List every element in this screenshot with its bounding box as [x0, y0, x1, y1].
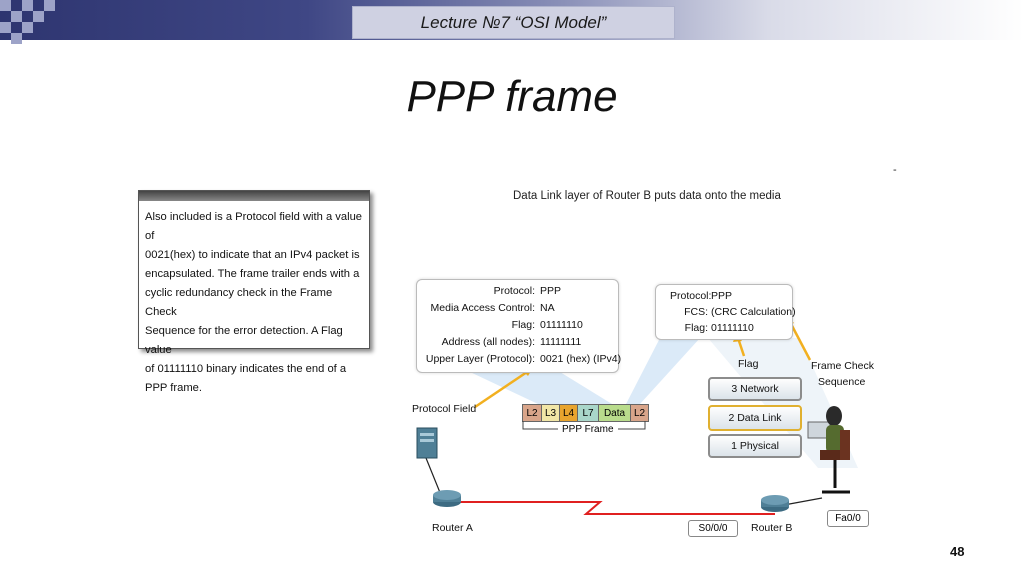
explanation-line: PPP frame. — [145, 382, 202, 394]
lecture-title: Lecture №7 “OSI Model” — [352, 6, 675, 39]
pc-link — [783, 497, 823, 506]
header-label: Media Access Control: — [430, 302, 535, 314]
decor-square — [11, 11, 22, 22]
header-value: 01111110 — [540, 319, 583, 331]
serial-link — [447, 501, 775, 515]
trailer-value: (CRC Calculation) — [711, 306, 796, 318]
header-label: Address (all nodes): — [441, 336, 535, 348]
frame-cell: L3 — [542, 405, 560, 421]
decor-square — [11, 33, 22, 44]
figure-dash: - — [893, 164, 897, 176]
ppp-frame: L2 L3 L4 L7 Data L2 — [522, 404, 649, 422]
layer-network: 3 Network — [708, 377, 802, 401]
protocol-field-label: Protocol Field — [412, 403, 477, 415]
header-value: NA — [540, 302, 555, 314]
router-a-label: Router A — [432, 522, 473, 534]
header-value: 11111111 — [540, 336, 582, 348]
ppp-frame-label: PPP Frame — [558, 424, 618, 435]
page-number: 48 — [950, 544, 965, 559]
explanation-line: of 01111110 binary indicates the end of … — [145, 363, 347, 375]
trailer-label: Flag: — [684, 322, 708, 334]
frame-cell: L4 — [560, 405, 578, 421]
slide-title: PPP frame — [406, 72, 618, 121]
explanation-line: cyclic redundancy check in the Frame Che… — [145, 287, 333, 318]
header-value: 0021 (hex) (IPv4) — [540, 353, 622, 365]
interface-fa00: Fa0/0 — [827, 510, 869, 527]
header-value: PPP — [540, 285, 562, 297]
decor-square — [22, 0, 33, 11]
header-callout-wedge — [470, 372, 612, 404]
user-at-desk-icon — [807, 406, 850, 494]
fcs-arrow — [788, 321, 812, 361]
header-label: Upper Layer (Protocol): — [425, 353, 535, 365]
decor-square — [0, 22, 11, 33]
frame-header-box: Protocol: PPP Media Access Control: NA F… — [416, 279, 622, 373]
flag-label: Flag — [738, 358, 759, 370]
trailer-label: Protocol: — [670, 290, 712, 302]
router-b-label: Router B — [751, 522, 793, 534]
decor-square — [0, 0, 11, 11]
frame-cell: L2 — [523, 405, 542, 421]
frame-cell: L7 — [578, 405, 599, 421]
protocol-field-arrow — [474, 368, 531, 409]
trailer-value: PPP — [711, 290, 733, 302]
trailer-label: FCS: — [684, 306, 708, 318]
explanation-text: Also included is a Protocol field with a… — [145, 208, 365, 398]
header-label: Protocol: — [493, 285, 535, 297]
fcs-label-line1: Frame Check — [811, 360, 875, 372]
server-icon — [416, 427, 438, 459]
figure-caption: Data Link layer of Router B puts data on… — [513, 190, 781, 202]
explanation-line: 0021(hex) to indicate that an IPv4 packe… — [145, 249, 360, 261]
explanation-line: Also included is a Protocol field with a… — [145, 211, 363, 242]
frame-cell: L2 — [631, 405, 648, 421]
fcs-label-line2: Sequence — [818, 376, 866, 388]
decor-square — [33, 11, 44, 22]
explanation-line: Sequence for the error detection. A Flag… — [145, 325, 343, 356]
trailer-callout-wedge — [626, 338, 700, 404]
frame-cell: Data — [599, 405, 631, 421]
interface-s000: S0/0/0 — [688, 520, 738, 537]
explanation-box-header — [139, 191, 369, 201]
layer-data-link: 2 Data Link — [708, 405, 802, 431]
layer-physical: 1 Physical — [708, 434, 802, 458]
frame-trailer-box: Protocol: PPP FCS: (CRC Calculation) Fla… — [655, 284, 796, 340]
decor-square — [44, 0, 55, 11]
trailer-value: 01111110 — [711, 322, 754, 334]
explanation-box: Also included is a Protocol field with a… — [138, 190, 370, 394]
header-label: Flag: — [511, 319, 535, 331]
explanation-line: encapsulated. The frame trailer ends wit… — [145, 268, 360, 280]
decor-square — [22, 22, 33, 33]
